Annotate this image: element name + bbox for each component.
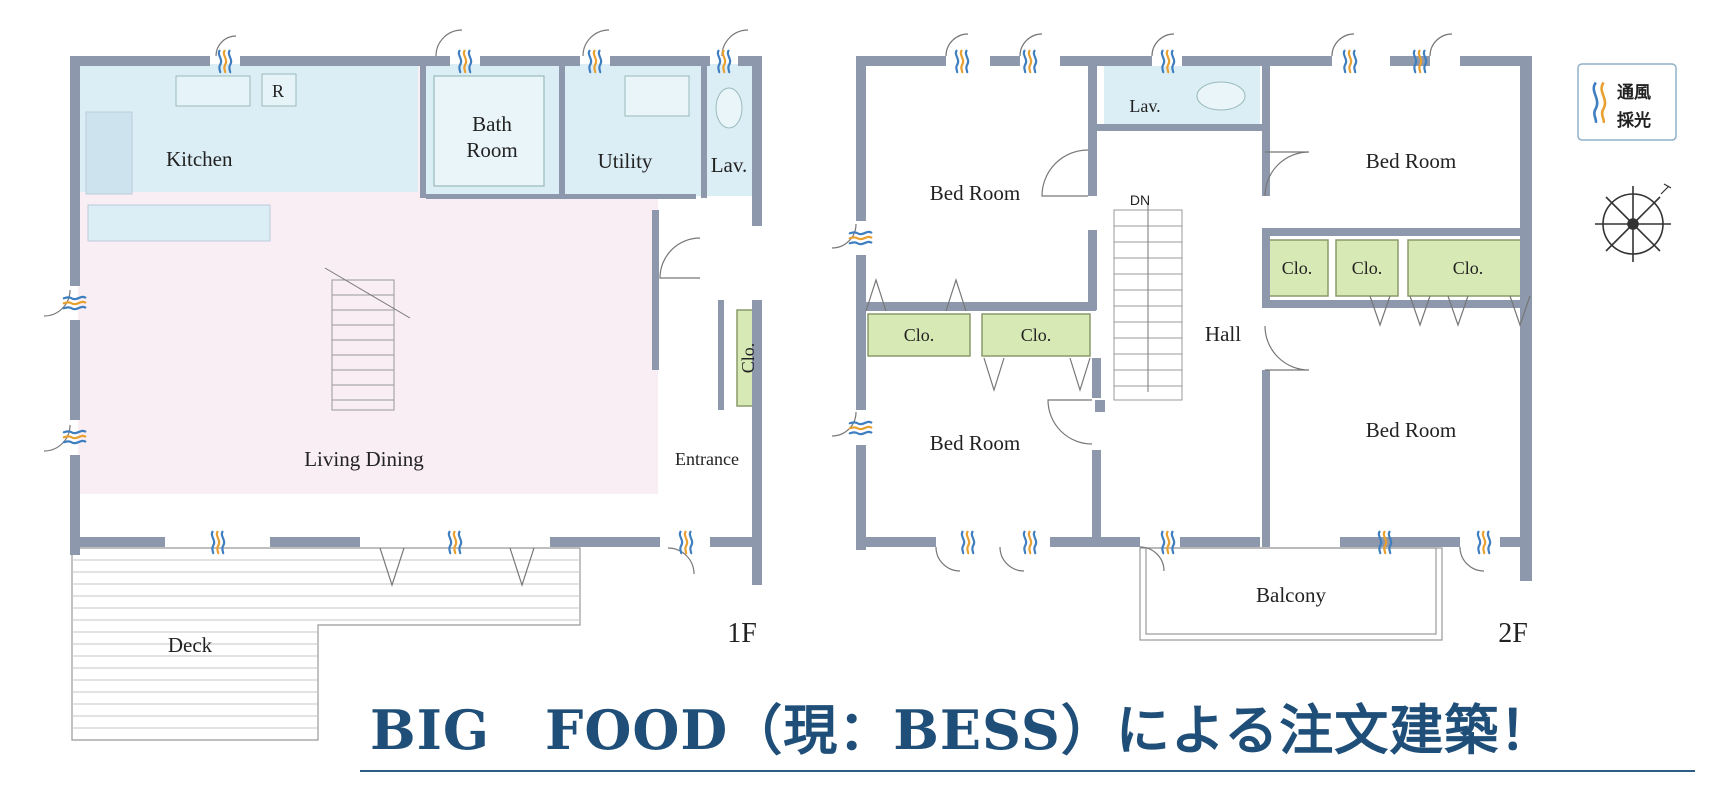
room-bed-room-se: Bed Room [1366,418,1456,442]
banner-title: BIG FOOD（現：BESS）による注文建築！ [370,698,1555,762]
balcony-area [1139,547,1443,641]
room-bed-room-ne: Bed Room [1366,149,1456,173]
balcony-label: Balcony [1256,583,1326,607]
room-hall: Hall [1205,322,1241,346]
room-bed-room-nw: Bed Room [930,181,1020,205]
room-living-dining: Living Dining [304,447,424,471]
walls-2f [856,56,1532,581]
closet-2f-3: Clo. [1282,258,1313,278]
kitchen-sink [175,75,251,107]
walls-1f [70,56,762,585]
bathtub [433,75,545,187]
fridge [261,73,297,107]
room-kitchen: Kitchen [166,147,233,171]
room-bath-line2: Room [466,138,517,162]
closet-1f: Clo. [738,343,758,374]
vent-light-icon [1592,81,1607,124]
legend-lighting: 採光 [1617,110,1651,131]
floor-2f: Bed Room Bed Room Bed Room Bed Room Lav.… [831,33,1532,649]
stair-2f [1113,205,1183,401]
room-entrance: Entrance [675,449,739,469]
kitchen-counter [87,204,271,242]
room-bath-line1: Bath [472,112,512,136]
doors-2f [831,33,1531,572]
lav-area-1f [705,64,753,196]
room-bed-room-sw: Bed Room [930,431,1020,455]
toilet-2f [1196,81,1246,111]
closet-2f-2: Clo. [1021,325,1052,345]
stair-down-label: DN [1130,192,1150,208]
closets-2f [867,239,1529,357]
deck-label: Deck [168,633,213,657]
banner-underline [360,770,1695,772]
doors-1f [43,29,749,587]
deck-area [71,547,581,741]
room-lav-1f: Lav. [711,153,748,177]
toilet-1f [715,87,743,129]
floor-1f: Kitchen R Bath Room Utility Lav. Living … [43,29,762,741]
legend-ventilation: 通風 [1617,83,1651,103]
stair-1f [324,267,411,411]
room-utility: Utility [598,149,653,173]
legend: 通風 採光 [1577,63,1677,141]
closet-2f-5: Clo. [1453,258,1484,278]
room-lav-2f: Lav. [1129,96,1160,116]
closet-2f-4: Clo. [1352,258,1383,278]
washbasin [624,75,690,117]
closet-2f-1: Clo. [904,325,935,345]
floor-label-1f: 1F [727,618,757,649]
compass-icon [1595,183,1672,262]
floor-label-2f: 2F [1498,618,1528,649]
fridge-label: R [272,81,284,101]
kitchen-side-counter [85,111,133,195]
